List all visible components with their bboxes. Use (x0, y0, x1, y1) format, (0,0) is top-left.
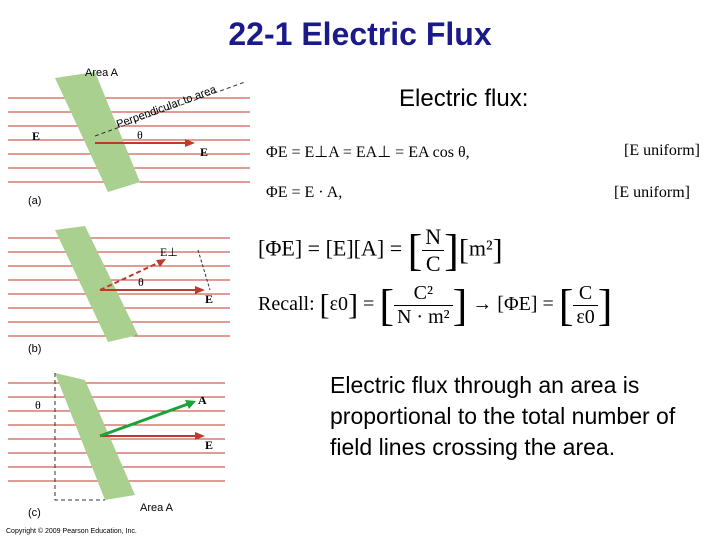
equation-1-condition: [E uniform] (624, 142, 700, 159)
panel-b: E⊥ θ E (b) (8, 226, 230, 355)
theta-b: θ (138, 275, 144, 289)
flux-statement: Electric flux through an area is proport… (330, 372, 676, 460)
panel-c: θ A E Area A (c) (8, 373, 225, 519)
area-label-a: Area A (85, 67, 119, 79)
e-label-right-c: E (205, 438, 213, 452)
units-m2: m² (468, 235, 493, 261)
panel-label-c: (c) (28, 507, 41, 519)
area-label-c: Area A (140, 502, 174, 514)
recall-eps: ε0 (329, 293, 349, 316)
plate-b (55, 226, 138, 342)
area-vector-c (99, 402, 189, 438)
theta-a: θ (137, 128, 143, 142)
e-label-left-a: E (32, 129, 40, 143)
panel-label-b: (b) (28, 343, 41, 355)
recall-label: Recall: (258, 293, 315, 316)
copyright-notice: Copyright © 2009 Pearson Education, Inc. (6, 528, 137, 535)
area-arrowhead-c (185, 400, 196, 409)
a-label-c: A (198, 393, 207, 407)
equation-1: ΦE = E⊥A = EA⊥ = EA cos θ, (266, 144, 470, 161)
projection-outline-c (54, 373, 105, 501)
e-label-right-a: E (200, 145, 208, 159)
flux-heading: Electric flux: (399, 85, 529, 112)
projection-line-b (197, 249, 211, 291)
plate-a (55, 72, 140, 192)
plate-c (55, 373, 135, 500)
panel-label-a: (a) (28, 195, 41, 207)
equation-2: ΦE = E · A, (266, 184, 343, 201)
e-label-right-b: E (205, 292, 213, 306)
slide-title: 22-1 Electric Flux (228, 16, 492, 52)
e-perp-label-b: E⊥ (160, 245, 178, 259)
recall-flux: [ΦE] (497, 293, 538, 316)
e-perp-vector-b (99, 261, 161, 291)
e-arrowhead-a (185, 139, 195, 147)
panel-a: Area A Perpendicular to area θ E E (a) (8, 67, 250, 207)
e-perp-arrowhead-b (156, 259, 166, 267)
e-arrowhead-b (195, 286, 205, 294)
normal-line-a (94, 81, 246, 137)
e-arrowhead-c (195, 432, 205, 440)
equation-2-condition: [E uniform] (614, 184, 690, 201)
perp-label-a: Perpendicular to area (115, 83, 219, 131)
theta-c: θ (35, 398, 41, 412)
units-left: [ΦE] = [E][A] = (258, 235, 403, 261)
